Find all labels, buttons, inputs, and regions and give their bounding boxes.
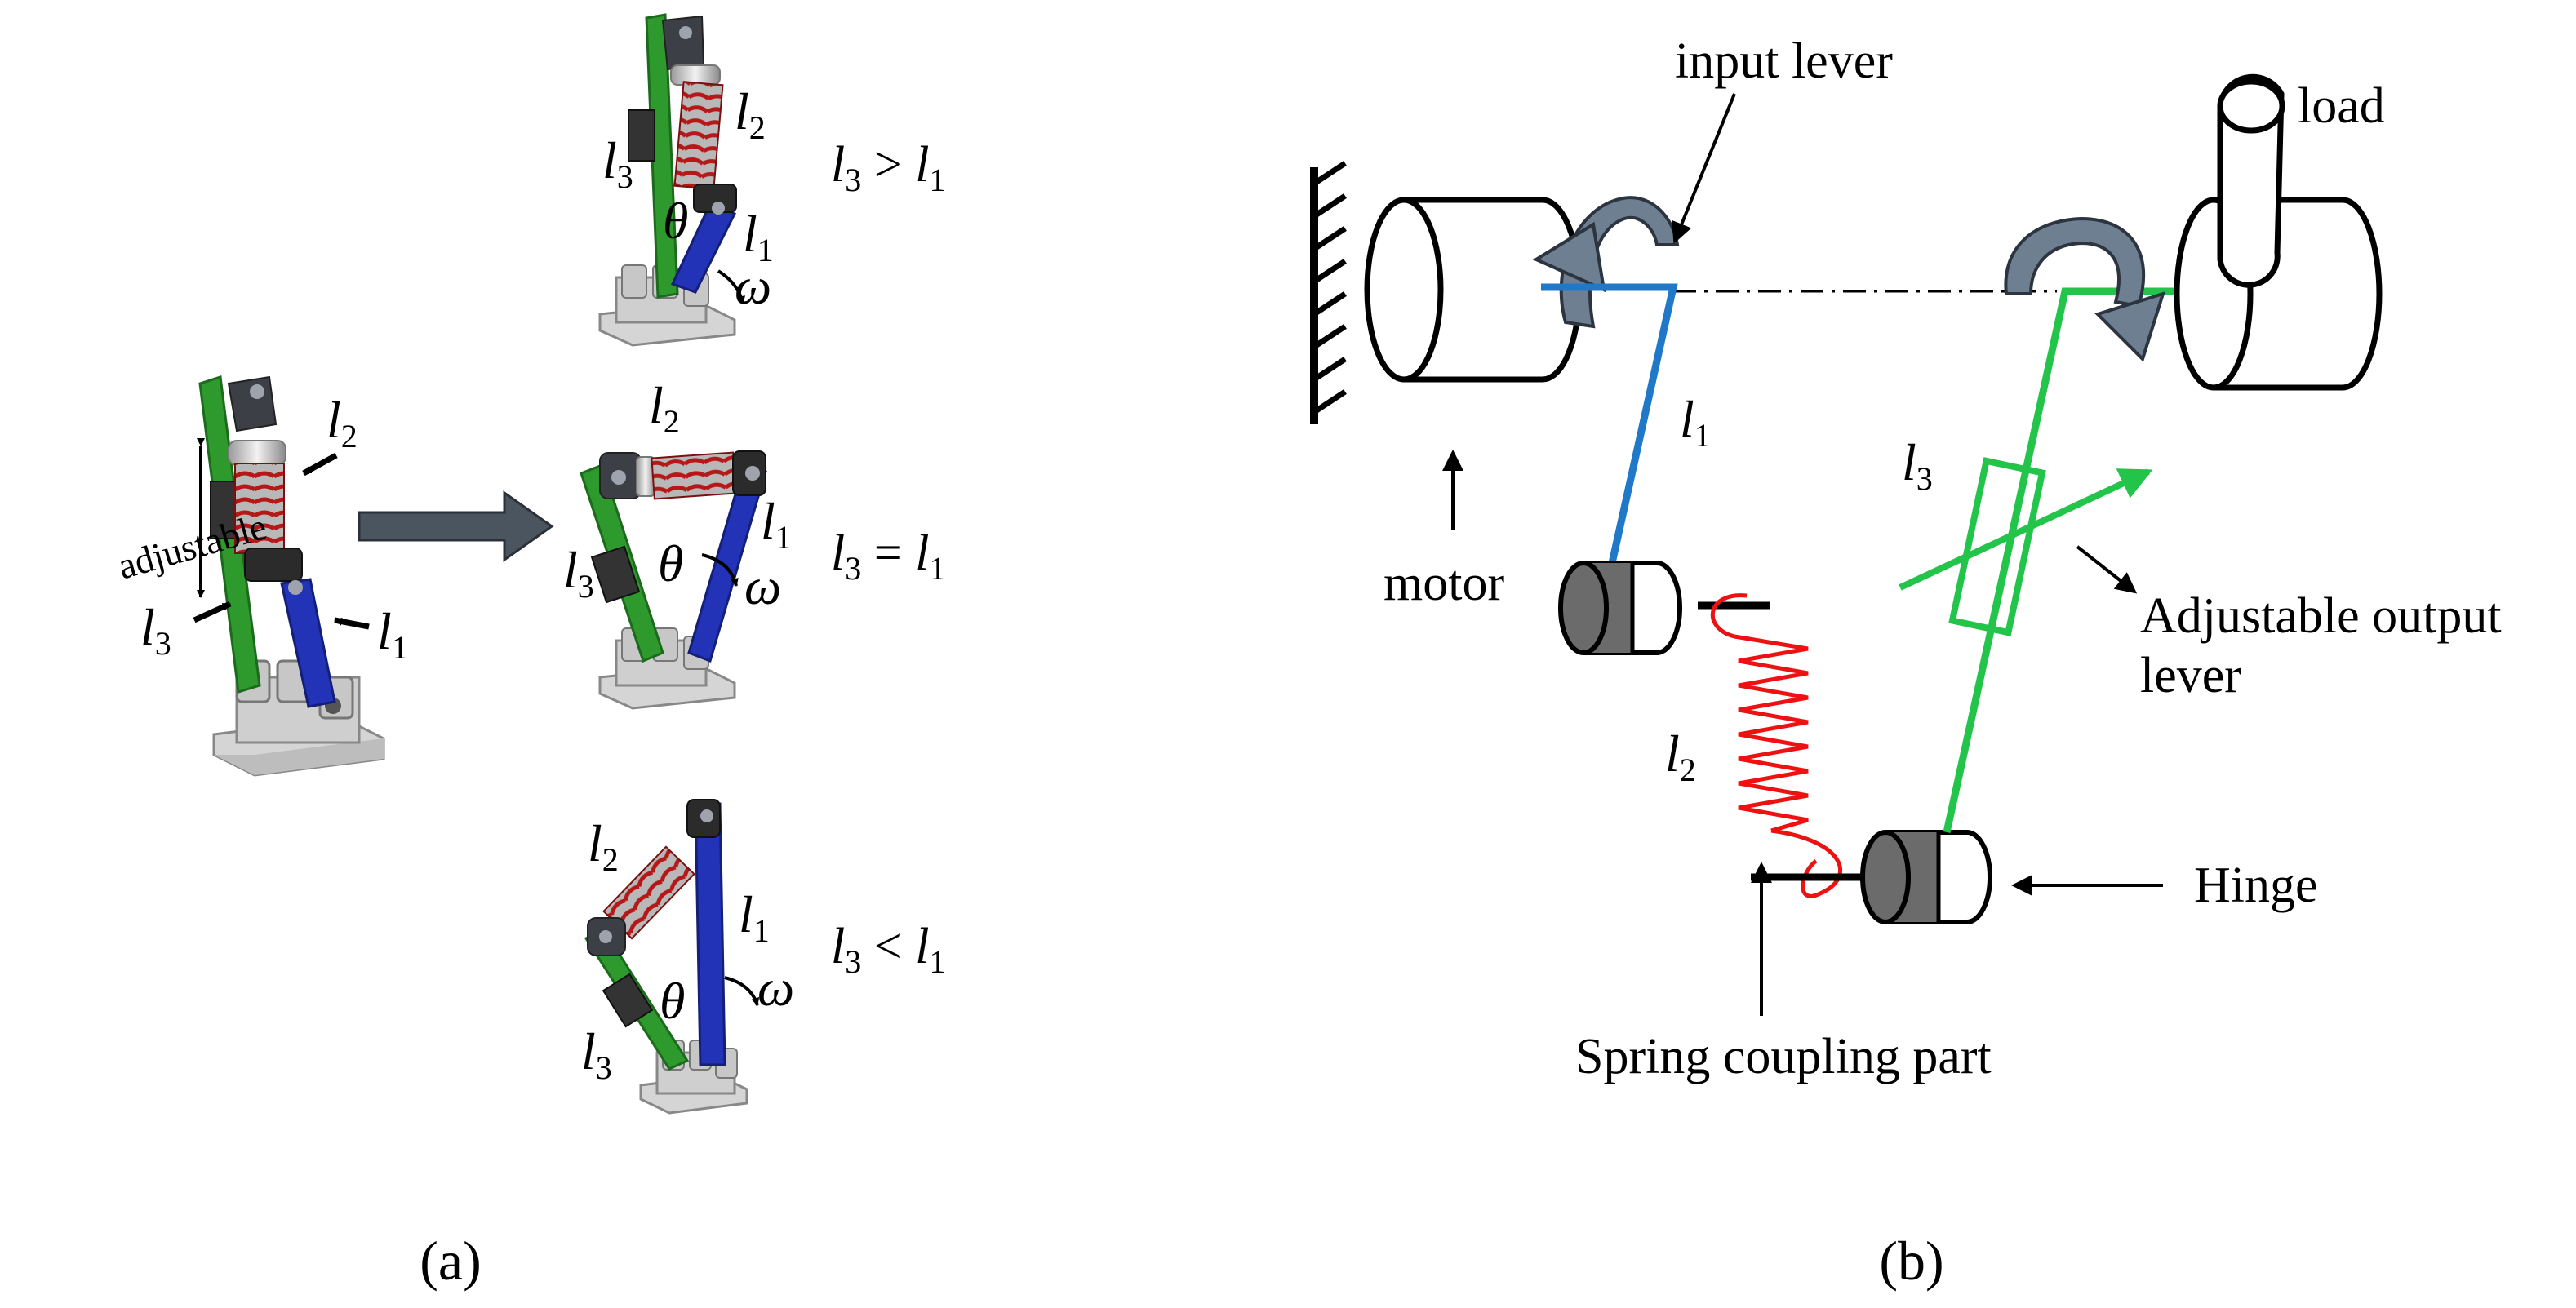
input-lever-label: input lever	[1675, 33, 1893, 89]
svg-text:θ: θ	[663, 192, 688, 250]
main-label-l3: l3	[140, 598, 232, 662]
svg-text:l1: l1	[761, 492, 792, 556]
relation-l3-equal: l3 = l1	[831, 525, 945, 587]
load-bar	[2217, 73, 2285, 288]
motor-cylinder	[1364, 197, 1583, 383]
config-l3-equal-render	[580, 450, 767, 710]
motor-rotation-arrow	[1532, 196, 1680, 329]
transition-arrow	[358, 490, 554, 562]
main-link-l1	[280, 578, 336, 708]
main-spring	[234, 463, 285, 554]
adjustable-output-label-2: lever	[2140, 648, 2241, 703]
output-lever-l3	[1943, 287, 2186, 833]
adjustable-arrow	[1899, 468, 2153, 591]
svg-text:l3: l3	[602, 131, 633, 195]
input-lever-l1	[1541, 283, 1678, 564]
adjustable-output-label-1: Adjustable output	[2140, 588, 2502, 644]
main-label-l2: l2	[302, 391, 358, 477]
middle-spring	[651, 451, 737, 500]
hinge-label: Hinge	[2194, 858, 2318, 913]
load-label: load	[2298, 78, 2385, 134]
svg-text:l2: l2	[326, 391, 358, 454]
adjustable-sleeve	[1948, 457, 2046, 636]
spring-l2	[1710, 593, 1843, 898]
spring-coupling-label: Spring coupling part	[1575, 1029, 1992, 1084]
lower-hinge	[1751, 830, 1992, 924]
output-rotation-arrow	[2004, 216, 2166, 362]
main-mechanism-render	[198, 375, 385, 777]
svg-text:θ: θ	[658, 534, 683, 592]
svg-text:l2: l2	[649, 376, 680, 440]
config-l3-less-labels: l2 l1 θ ω l3	[581, 814, 794, 1086]
svg-text:ω: ω	[757, 959, 794, 1017]
panel-a-label: (a)	[420, 1230, 481, 1292]
svg-text:l2: l2	[588, 814, 619, 878]
ground-wall	[1310, 161, 1347, 424]
svg-text:l2: l2	[735, 82, 766, 146]
label-l1-b: l1	[1680, 390, 1711, 454]
config-l3-equal-labels: l2 l1 l3 θ ω	[563, 376, 792, 615]
panel-b: input lever l1 motor l2	[1310, 33, 2502, 1292]
relation-l3-less: l3 < l1	[831, 919, 945, 980]
svg-text:l3: l3	[140, 598, 171, 662]
main-label-l1: l1	[334, 602, 408, 666]
panel-b-label: (b)	[1879, 1230, 1943, 1292]
relation-l3-greater: l3 > l1	[831, 137, 945, 198]
label-l3-b: l3	[1902, 433, 1933, 497]
panel-a: adjustable l2 l3 l1	[113, 13, 945, 1292]
svg-text:ω: ω	[744, 557, 781, 615]
svg-text:l3: l3	[563, 541, 594, 605]
svg-text:l1: l1	[377, 602, 408, 666]
upper-hinge	[1558, 561, 1770, 655]
svg-text:l1: l1	[743, 205, 774, 268]
config-l3-greater-render	[598, 13, 737, 347]
svg-text:ω: ω	[735, 257, 771, 315]
svg-text:l1: l1	[739, 885, 770, 949]
motor-label: motor	[1383, 556, 1504, 611]
config-l3-greater-labels: l2 l3 θ l1 ω	[602, 82, 774, 315]
svg-text:θ: θ	[660, 972, 685, 1030]
config-l3-less-render	[584, 799, 748, 1115]
label-l2-b: l2	[1665, 725, 1696, 788]
svg-text:l3: l3	[581, 1022, 612, 1086]
